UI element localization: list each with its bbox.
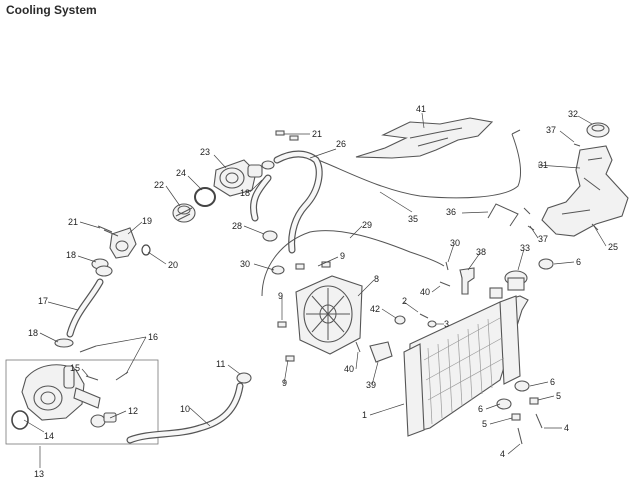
reservoir-31 bbox=[541, 145, 629, 237]
radiator-1 bbox=[403, 287, 529, 437]
thermostat-22 bbox=[172, 203, 196, 223]
o-ring-14 bbox=[11, 410, 29, 430]
hose-36 bbox=[487, 203, 519, 227]
clamp-18-lower bbox=[54, 338, 74, 348]
callout-6-left: 6 bbox=[478, 404, 483, 414]
fitting-37-top bbox=[573, 143, 581, 147]
water-pump-14 bbox=[21, 364, 101, 421]
callout-24: 24 bbox=[176, 168, 186, 178]
callout-30-left: 30 bbox=[240, 259, 250, 269]
callout-6-top: 6 bbox=[576, 257, 581, 267]
clamp-11 bbox=[236, 372, 252, 384]
hose-35 bbox=[317, 133, 521, 199]
clamp-18-mid bbox=[91, 258, 113, 277]
callout-4-bottom: 4 bbox=[500, 449, 505, 459]
callout-18-mid: 18 bbox=[66, 250, 76, 260]
clamp-30-left bbox=[271, 265, 285, 275]
callout-36: 36 bbox=[446, 207, 456, 217]
water-pump-box-13 bbox=[5, 359, 159, 445]
o-ring-20 bbox=[141, 244, 151, 256]
callout-4-right: 4 bbox=[564, 423, 569, 433]
callout-12: 12 bbox=[128, 406, 138, 416]
callout-35: 35 bbox=[408, 214, 418, 224]
reservoir-cap-32 bbox=[586, 122, 610, 138]
callout-42: 42 bbox=[370, 304, 380, 314]
callout-28: 28 bbox=[232, 221, 242, 231]
bolt-40-lower bbox=[355, 341, 361, 353]
callout-1: 1 bbox=[362, 410, 367, 420]
bracket-39 bbox=[369, 341, 393, 363]
callout-39: 39 bbox=[366, 380, 376, 390]
callout-15: 15 bbox=[70, 363, 80, 373]
callout-17: 17 bbox=[38, 296, 48, 306]
o-ring-24 bbox=[194, 187, 216, 207]
callout-21-left: 21 bbox=[68, 217, 78, 227]
bolt-40-upper bbox=[439, 281, 451, 287]
callout-9-bottom: 9 bbox=[282, 378, 287, 388]
fitting-12 bbox=[90, 412, 117, 428]
screw-15 bbox=[85, 375, 99, 381]
bolt-21-left bbox=[97, 225, 119, 237]
callout-20: 20 bbox=[168, 260, 178, 270]
collars-5 bbox=[511, 397, 539, 421]
screw-2 bbox=[419, 313, 429, 319]
callout-6-right: 6 bbox=[550, 377, 555, 387]
callout-21-upper: 21 bbox=[312, 129, 322, 139]
callout-32: 32 bbox=[568, 109, 578, 119]
filler-neck-33 bbox=[504, 270, 528, 291]
cap-6-top bbox=[538, 258, 554, 270]
callout-13: 13 bbox=[34, 469, 44, 479]
callout-37-top: 37 bbox=[546, 125, 556, 135]
callout-31: 31 bbox=[538, 160, 548, 170]
callout-18-lower: 18 bbox=[28, 328, 38, 338]
washer-3 bbox=[427, 320, 437, 328]
clamp-21-upper bbox=[261, 130, 299, 170]
callout-29: 29 bbox=[362, 220, 372, 230]
callout-5-left: 5 bbox=[482, 419, 487, 429]
callout-16: 16 bbox=[148, 332, 158, 342]
callout-14: 14 bbox=[44, 431, 54, 441]
elbow-19 bbox=[109, 227, 137, 259]
callout-41: 41 bbox=[416, 104, 426, 114]
callout-22: 22 bbox=[154, 180, 164, 190]
callout-38: 38 bbox=[476, 247, 486, 257]
heat-shield-41 bbox=[355, 117, 494, 159]
grommets-6 bbox=[496, 380, 530, 410]
bolts-4 bbox=[517, 413, 543, 445]
bolts-9 bbox=[277, 261, 331, 362]
grommet-42 bbox=[394, 315, 406, 325]
leader-lines bbox=[23, 112, 607, 468]
callout-5-right: 5 bbox=[556, 391, 561, 401]
callout-8: 8 bbox=[374, 274, 379, 284]
hose-26 bbox=[273, 150, 323, 254]
callout-3: 3 bbox=[444, 319, 449, 329]
callout-9-mid: 9 bbox=[278, 291, 283, 301]
bracket-38 bbox=[459, 267, 475, 295]
page-title: Cooling System bbox=[6, 3, 97, 17]
callout-25: 25 bbox=[608, 242, 618, 252]
fan-assembly-8 bbox=[295, 275, 363, 355]
callout-40-lower: 40 bbox=[344, 364, 354, 374]
callout-26: 26 bbox=[336, 139, 346, 149]
callout-33: 33 bbox=[520, 243, 530, 253]
hose-29 bbox=[261, 230, 445, 297]
clamp-30-right bbox=[445, 261, 449, 271]
callout-18-upper: 18 bbox=[240, 188, 250, 198]
callout-11: 11 bbox=[216, 359, 225, 369]
callout-19: 19 bbox=[142, 216, 152, 226]
callout-23: 23 bbox=[200, 147, 210, 157]
callout-2: 2 bbox=[402, 296, 407, 306]
callout-30-right: 30 bbox=[450, 238, 460, 248]
fittings-37-bottom bbox=[523, 207, 535, 231]
callout-10: 10 bbox=[180, 404, 190, 414]
thermostat-housing-23 bbox=[213, 159, 263, 197]
callout-40-upper: 40 bbox=[420, 287, 430, 297]
callout-9-top: 9 bbox=[340, 251, 345, 261]
callout-37-bottom: 37 bbox=[538, 234, 548, 244]
clamp-28 bbox=[262, 230, 278, 242]
